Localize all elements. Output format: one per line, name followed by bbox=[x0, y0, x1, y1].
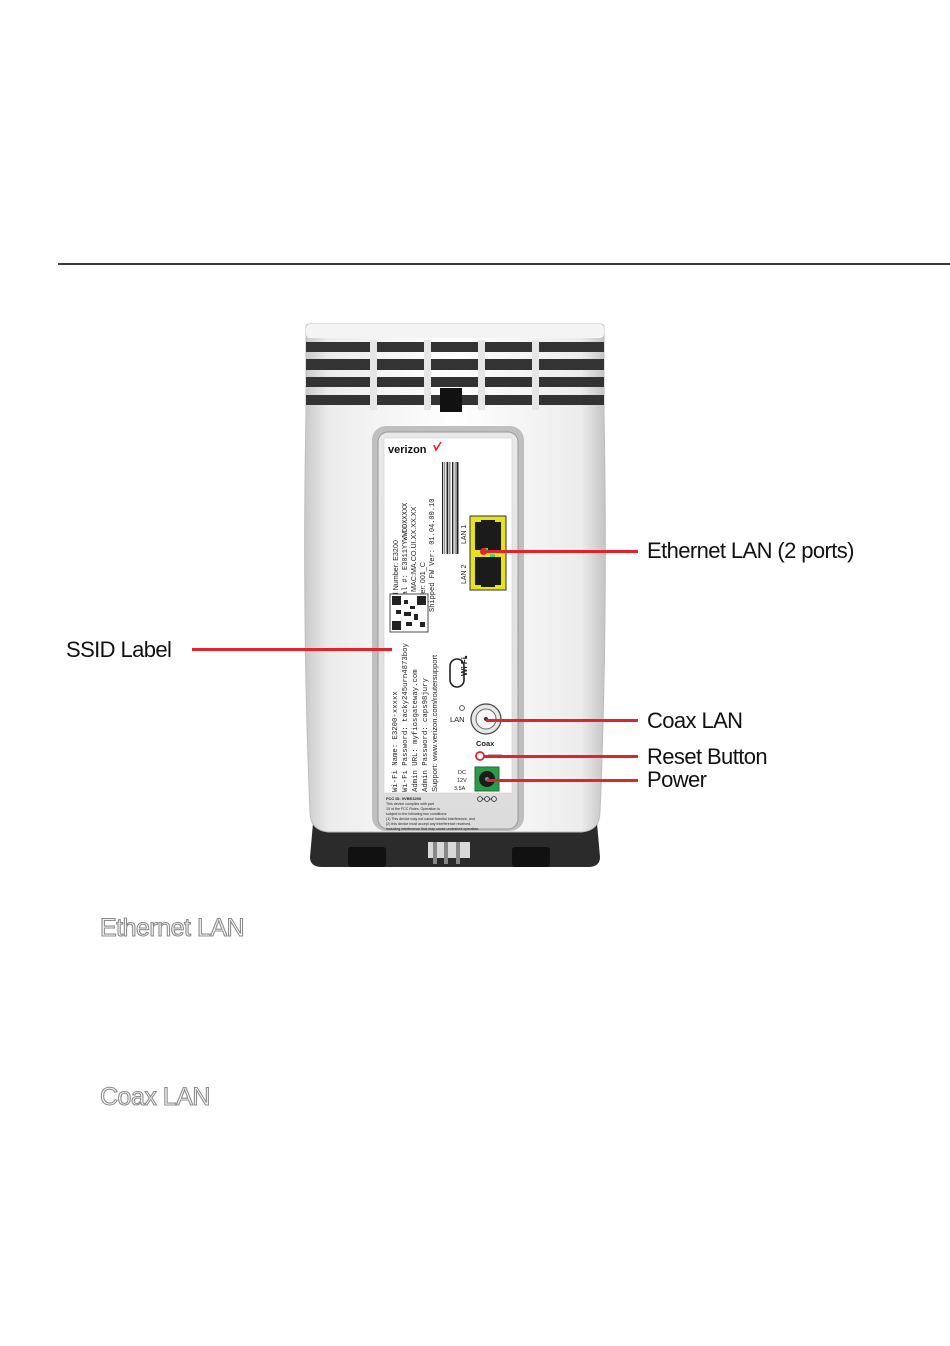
reset-callout-label: Reset Button bbox=[647, 744, 768, 769]
reset-button-icon bbox=[475, 751, 485, 761]
lan2-label: LAN 2 bbox=[461, 564, 468, 584]
svg-text:Wi Fi: Wi Fi bbox=[460, 657, 469, 676]
ethernet-callout-line bbox=[483, 550, 638, 553]
svg-text:This device complies with part: This device complies with part bbox=[386, 802, 434, 806]
wifi-name-line: Wi-Fi Name: E3200-xxxxx bbox=[392, 691, 400, 792]
ethernet-ports bbox=[469, 515, 507, 591]
wifi-logo-icon: Wi Fi bbox=[449, 655, 469, 688]
ssid-callout-label: SSID Label bbox=[66, 637, 172, 662]
label-line-1: Model Number: E3200 bbox=[391, 540, 400, 612]
qr-code bbox=[389, 593, 429, 633]
svg-text:FCC ID: 9VBE3200: FCC ID: 9VBE3200 bbox=[386, 796, 422, 801]
power-callout-line bbox=[487, 779, 638, 782]
router-rear-image: verizon Model Number: E3200 Serial #: E3… bbox=[300, 322, 610, 867]
power-callout-label: Power bbox=[647, 767, 707, 792]
svg-text:15 of the FCC Rules. Operation: 15 of the FCC Rules. Operation is bbox=[386, 807, 440, 811]
ssid-callout-line bbox=[192, 648, 392, 651]
label-line-5: Shipped FW Ver: 01.04.00.10 bbox=[429, 499, 437, 612]
svg-text:subject to the following two c: subject to the following two conditions: bbox=[386, 812, 447, 816]
power-spec-dc: DC bbox=[458, 770, 466, 776]
ethernet-callout-dot bbox=[480, 548, 487, 555]
coax-lan-heading: Coax LAN bbox=[99, 1082, 211, 1111]
svg-text:(1) This device may not cause: (1) This device may not cause harmful in… bbox=[386, 817, 475, 821]
verizon-logo: verizon bbox=[388, 444, 427, 456]
reset-callout-line bbox=[484, 755, 638, 758]
coax-small-label: Coax bbox=[476, 739, 495, 748]
polarity-symbol-icon bbox=[477, 796, 497, 802]
fcc-text: FCC ID: 9VBE3200 This device complies wi… bbox=[386, 796, 479, 831]
ethernet-callout-label: Ethernet LAN (2 ports) bbox=[647, 538, 855, 563]
label-line-3: LAN1 MAC:MA.CO.UI.XX.XX.XX bbox=[409, 506, 418, 612]
wifi-password-line: Wi-Fi Password: tacky245urn4873boy bbox=[402, 642, 410, 792]
power-spec-amps: 3.5A bbox=[454, 786, 466, 792]
svg-text:(2) this device must accept an: (2) this device must accept any interfer… bbox=[386, 822, 471, 826]
support-url-line: Support: www.verizon.com/routersupport bbox=[430, 654, 439, 792]
barcode bbox=[442, 462, 459, 554]
coax-callout-line bbox=[486, 719, 638, 722]
power-spec-volts: 12V bbox=[457, 778, 467, 784]
admin-password-line: Admin Password: caps98jury bbox=[422, 678, 430, 792]
label-line-2: Serial #: E3011YYWWDDXXXXX bbox=[402, 502, 410, 612]
header-rule bbox=[58, 263, 950, 265]
svg-text:including interference that ma: including interference that may cause un… bbox=[386, 827, 479, 831]
label-line-4: HW Ver: 001_C bbox=[418, 562, 427, 612]
lan1-label: LAN 1 bbox=[461, 524, 468, 544]
admin-url-line: Admin URL: myfiosgateway.com bbox=[412, 669, 420, 792]
coax-lan-small-label: LAN bbox=[450, 715, 465, 724]
ethernet-lan-heading: Ethernet LAN bbox=[99, 913, 245, 942]
coax-callout-label: Coax LAN bbox=[647, 708, 743, 733]
